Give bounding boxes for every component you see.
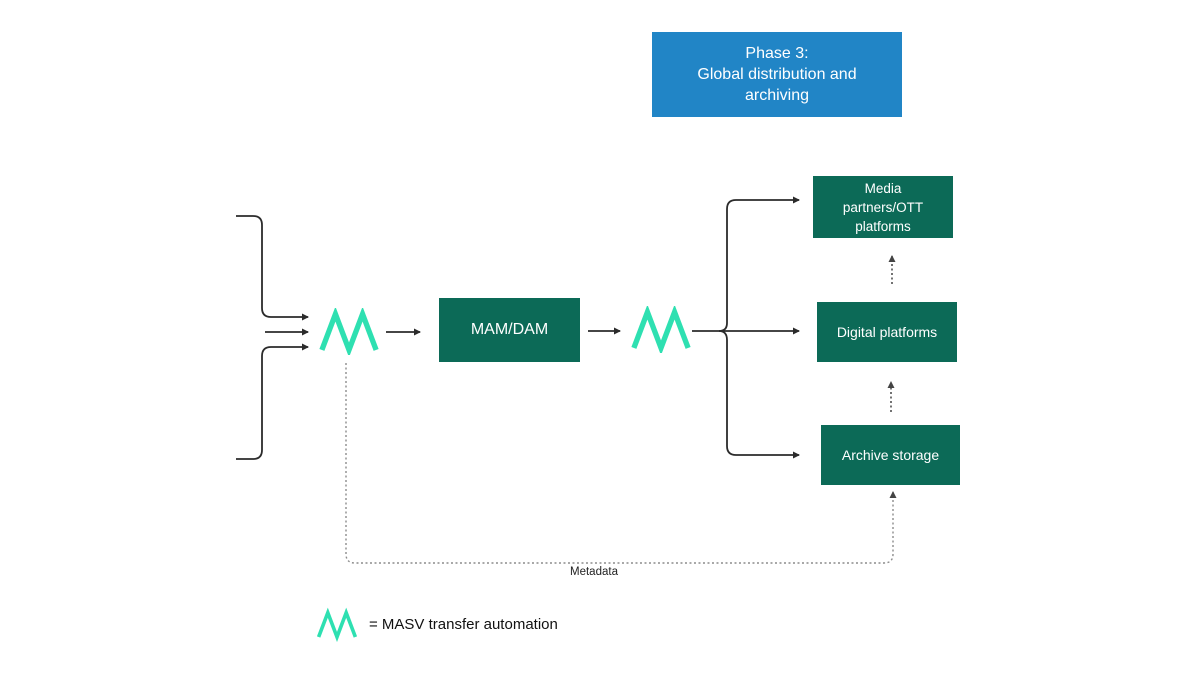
node-archive-storage: Archive storage bbox=[821, 425, 960, 485]
metadata-label: Metadata bbox=[570, 566, 618, 578]
node-mam-dam: MAM/DAM bbox=[439, 298, 580, 362]
legend-text: = MASV transfer automation bbox=[369, 615, 558, 633]
phase-banner-line1: Phase 3: bbox=[745, 45, 809, 62]
masv-icon bbox=[316, 607, 358, 642]
fanout-top-connector bbox=[718, 196, 800, 332]
phase-banner: Phase 3: Global distribution and archivi… bbox=[652, 32, 902, 117]
node-media-partners-line2: partners/OTT bbox=[842, 199, 924, 215]
masv-icon bbox=[319, 308, 379, 355]
node-media-partners: Media partners/OTT platforms bbox=[813, 176, 953, 238]
node-archive-storage-label: Archive storage bbox=[841, 447, 940, 463]
fanout-bottom-connector bbox=[718, 330, 800, 459]
intake-top-connector bbox=[236, 215, 309, 321]
phase-banner-line2: Global distribution and bbox=[697, 66, 857, 83]
node-media-partners-line1: Media bbox=[864, 180, 902, 196]
masv-icon bbox=[631, 306, 691, 353]
node-mam-dam-label: MAM/DAM bbox=[470, 321, 549, 338]
legend: = MASV transfer automation bbox=[316, 605, 558, 643]
phase-banner-line3: archiving bbox=[744, 87, 810, 104]
metadata-dotted-connector bbox=[345, 363, 897, 564]
node-media-partners-line3: platforms bbox=[855, 218, 911, 234]
node-digital-platforms-label: Digital platforms bbox=[836, 324, 938, 340]
intake-bottom-connector bbox=[236, 343, 309, 460]
node-digital-platforms: Digital platforms bbox=[817, 302, 957, 362]
